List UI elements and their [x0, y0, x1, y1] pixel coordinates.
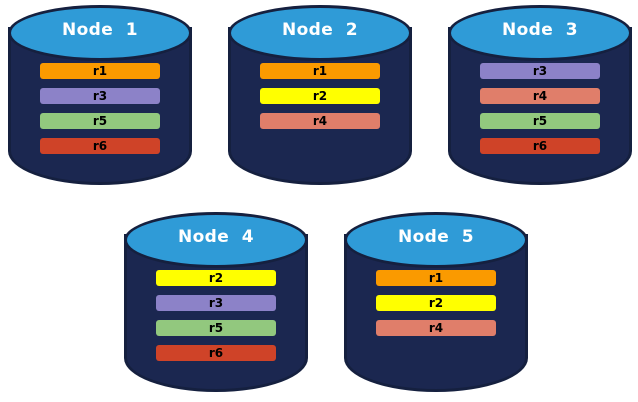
replica-bar[interactable]: r3 [156, 295, 276, 311]
database-node-4[interactable]: Node 4 r2 r3 r5 r6 [124, 212, 308, 392]
node-4-label: Node 4 [177, 227, 255, 247]
replica-bar[interactable]: r6 [156, 345, 276, 361]
database-node-5[interactable]: Node 5 r1 r2 r4 [344, 212, 528, 392]
replica-bar[interactable]: r5 [40, 113, 160, 129]
replica-bar[interactable]: r5 [480, 113, 600, 129]
cylinder-top-icon [448, 5, 632, 61]
replica-bar[interactable]: r1 [376, 270, 496, 286]
node-3-label: Node 3 [501, 20, 579, 40]
replica-bar[interactable]: r4 [480, 88, 600, 104]
cylinder-top-icon [344, 212, 528, 268]
node-3-replica-stack: r3 r4 r5 r6 [480, 63, 600, 163]
replica-bar[interactable]: r2 [260, 88, 380, 104]
replica-bar[interactable]: r4 [376, 320, 496, 336]
replica-bar[interactable]: r3 [40, 88, 160, 104]
replica-bar[interactable]: r5 [156, 320, 276, 336]
replica-bar[interactable]: r4 [260, 113, 380, 129]
node-4-replica-stack: r2 r3 r5 r6 [156, 270, 276, 370]
node-2-label: Node 2 [281, 20, 359, 40]
node-2-replica-stack: r1 r2 r4 [260, 63, 380, 138]
database-node-2[interactable]: Node 2 r1 r2 r4 [228, 5, 412, 185]
database-node-1[interactable]: Node 1 r1 r3 r5 r6 [8, 5, 192, 185]
replica-bar[interactable]: r2 [156, 270, 276, 286]
node-5-label: Node 5 [397, 227, 475, 247]
node-1-replica-stack: r1 r3 r5 r6 [40, 63, 160, 163]
cylinder-top-icon [124, 212, 308, 268]
replica-bar[interactable]: r6 [480, 138, 600, 154]
replica-bar[interactable]: r6 [40, 138, 160, 154]
database-node-3[interactable]: Node 3 r3 r4 r5 r6 [448, 5, 632, 185]
replica-bar[interactable]: r1 [40, 63, 160, 79]
cylinder-top-icon [228, 5, 412, 61]
replica-bar[interactable]: r2 [376, 295, 496, 311]
node-5-replica-stack: r1 r2 r4 [376, 270, 496, 345]
node-1-label: Node 1 [61, 20, 139, 40]
replica-bar[interactable]: r1 [260, 63, 380, 79]
cylinder-top-icon [8, 5, 192, 61]
replica-bar[interactable]: r3 [480, 63, 600, 79]
